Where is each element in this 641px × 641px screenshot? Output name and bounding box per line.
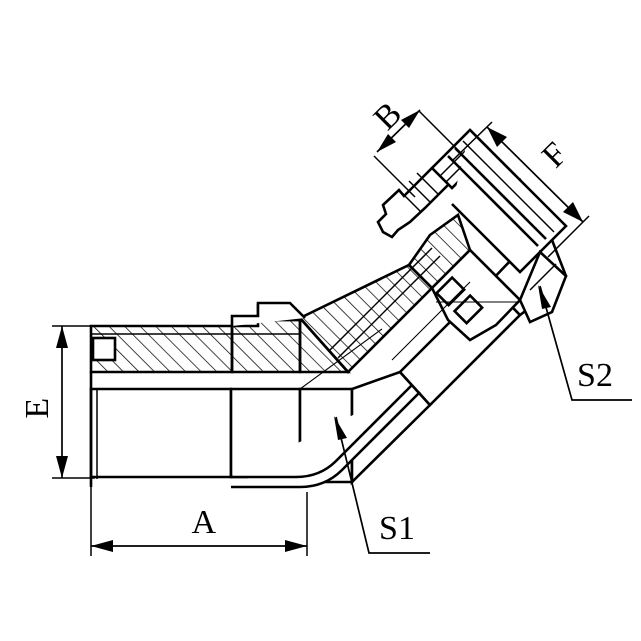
dimension-B-ext-2 [418, 110, 463, 155]
callout-S2-arrow [538, 285, 551, 309]
section-wall-diagonal-2 [407, 212, 472, 290]
dimension-F-arrow-2 [563, 202, 583, 222]
callout-S1: S1 [334, 416, 430, 554]
callout-S1-label: S1 [379, 510, 415, 547]
thread-mark-1 [434, 275, 466, 307]
branch-center-line-3 [391, 281, 471, 361]
dimension-F-ext-1 [452, 121, 493, 161]
dimension-B-ext-1 [373, 155, 416, 198]
branch-end-hex-edge [529, 263, 557, 291]
dimension-A-arrow-right [285, 540, 307, 552]
dimension-B-arrow-2 [401, 110, 420, 128]
shoulder-step [230, 301, 306, 326]
branch-wrench-flats [430, 248, 522, 342]
branch-long-line-1 [454, 147, 547, 240]
callout-S2-label: S2 [577, 357, 613, 394]
section-wall-horizontal-2 [230, 318, 302, 374]
dimension-A: A [90, 487, 308, 556]
dimension-F-line [486, 126, 584, 223]
body-lower-outline [89, 387, 233, 479]
oring-groove [91, 336, 117, 362]
dimension-F-arrow-1 [487, 127, 507, 147]
branch-center-line [299, 328, 383, 390]
bore-line-diagonal-1 [337, 255, 441, 359]
dimension-A-label: A [191, 504, 216, 541]
branch-long-line-3 [462, 140, 555, 233]
dimension-E-arrow-bottom [56, 456, 68, 478]
callout-S1-leader [335, 416, 430, 554]
branch-collar-inner [398, 172, 440, 213]
dimension-F-ext-2 [547, 215, 590, 258]
elbow-outer-sweep-2 [231, 384, 413, 479]
callout-S2: S2 [538, 285, 632, 401]
dimension-B-arrow-1 [377, 134, 396, 152]
callout-S2-leader [539, 285, 632, 401]
branch-end-hex-face [518, 249, 568, 324]
dimension-E: E [19, 325, 95, 479]
branch-long-line-2 [447, 155, 539, 247]
dimension-E-arrow-top [56, 326, 68, 348]
dimension-E-label: E [19, 397, 56, 418]
part-geometry [89, 128, 568, 489]
callout-S1-arrow [334, 416, 347, 440]
bore-line-diagonal-2 [329, 247, 433, 351]
dimension-A-arrow-left [91, 540, 113, 552]
